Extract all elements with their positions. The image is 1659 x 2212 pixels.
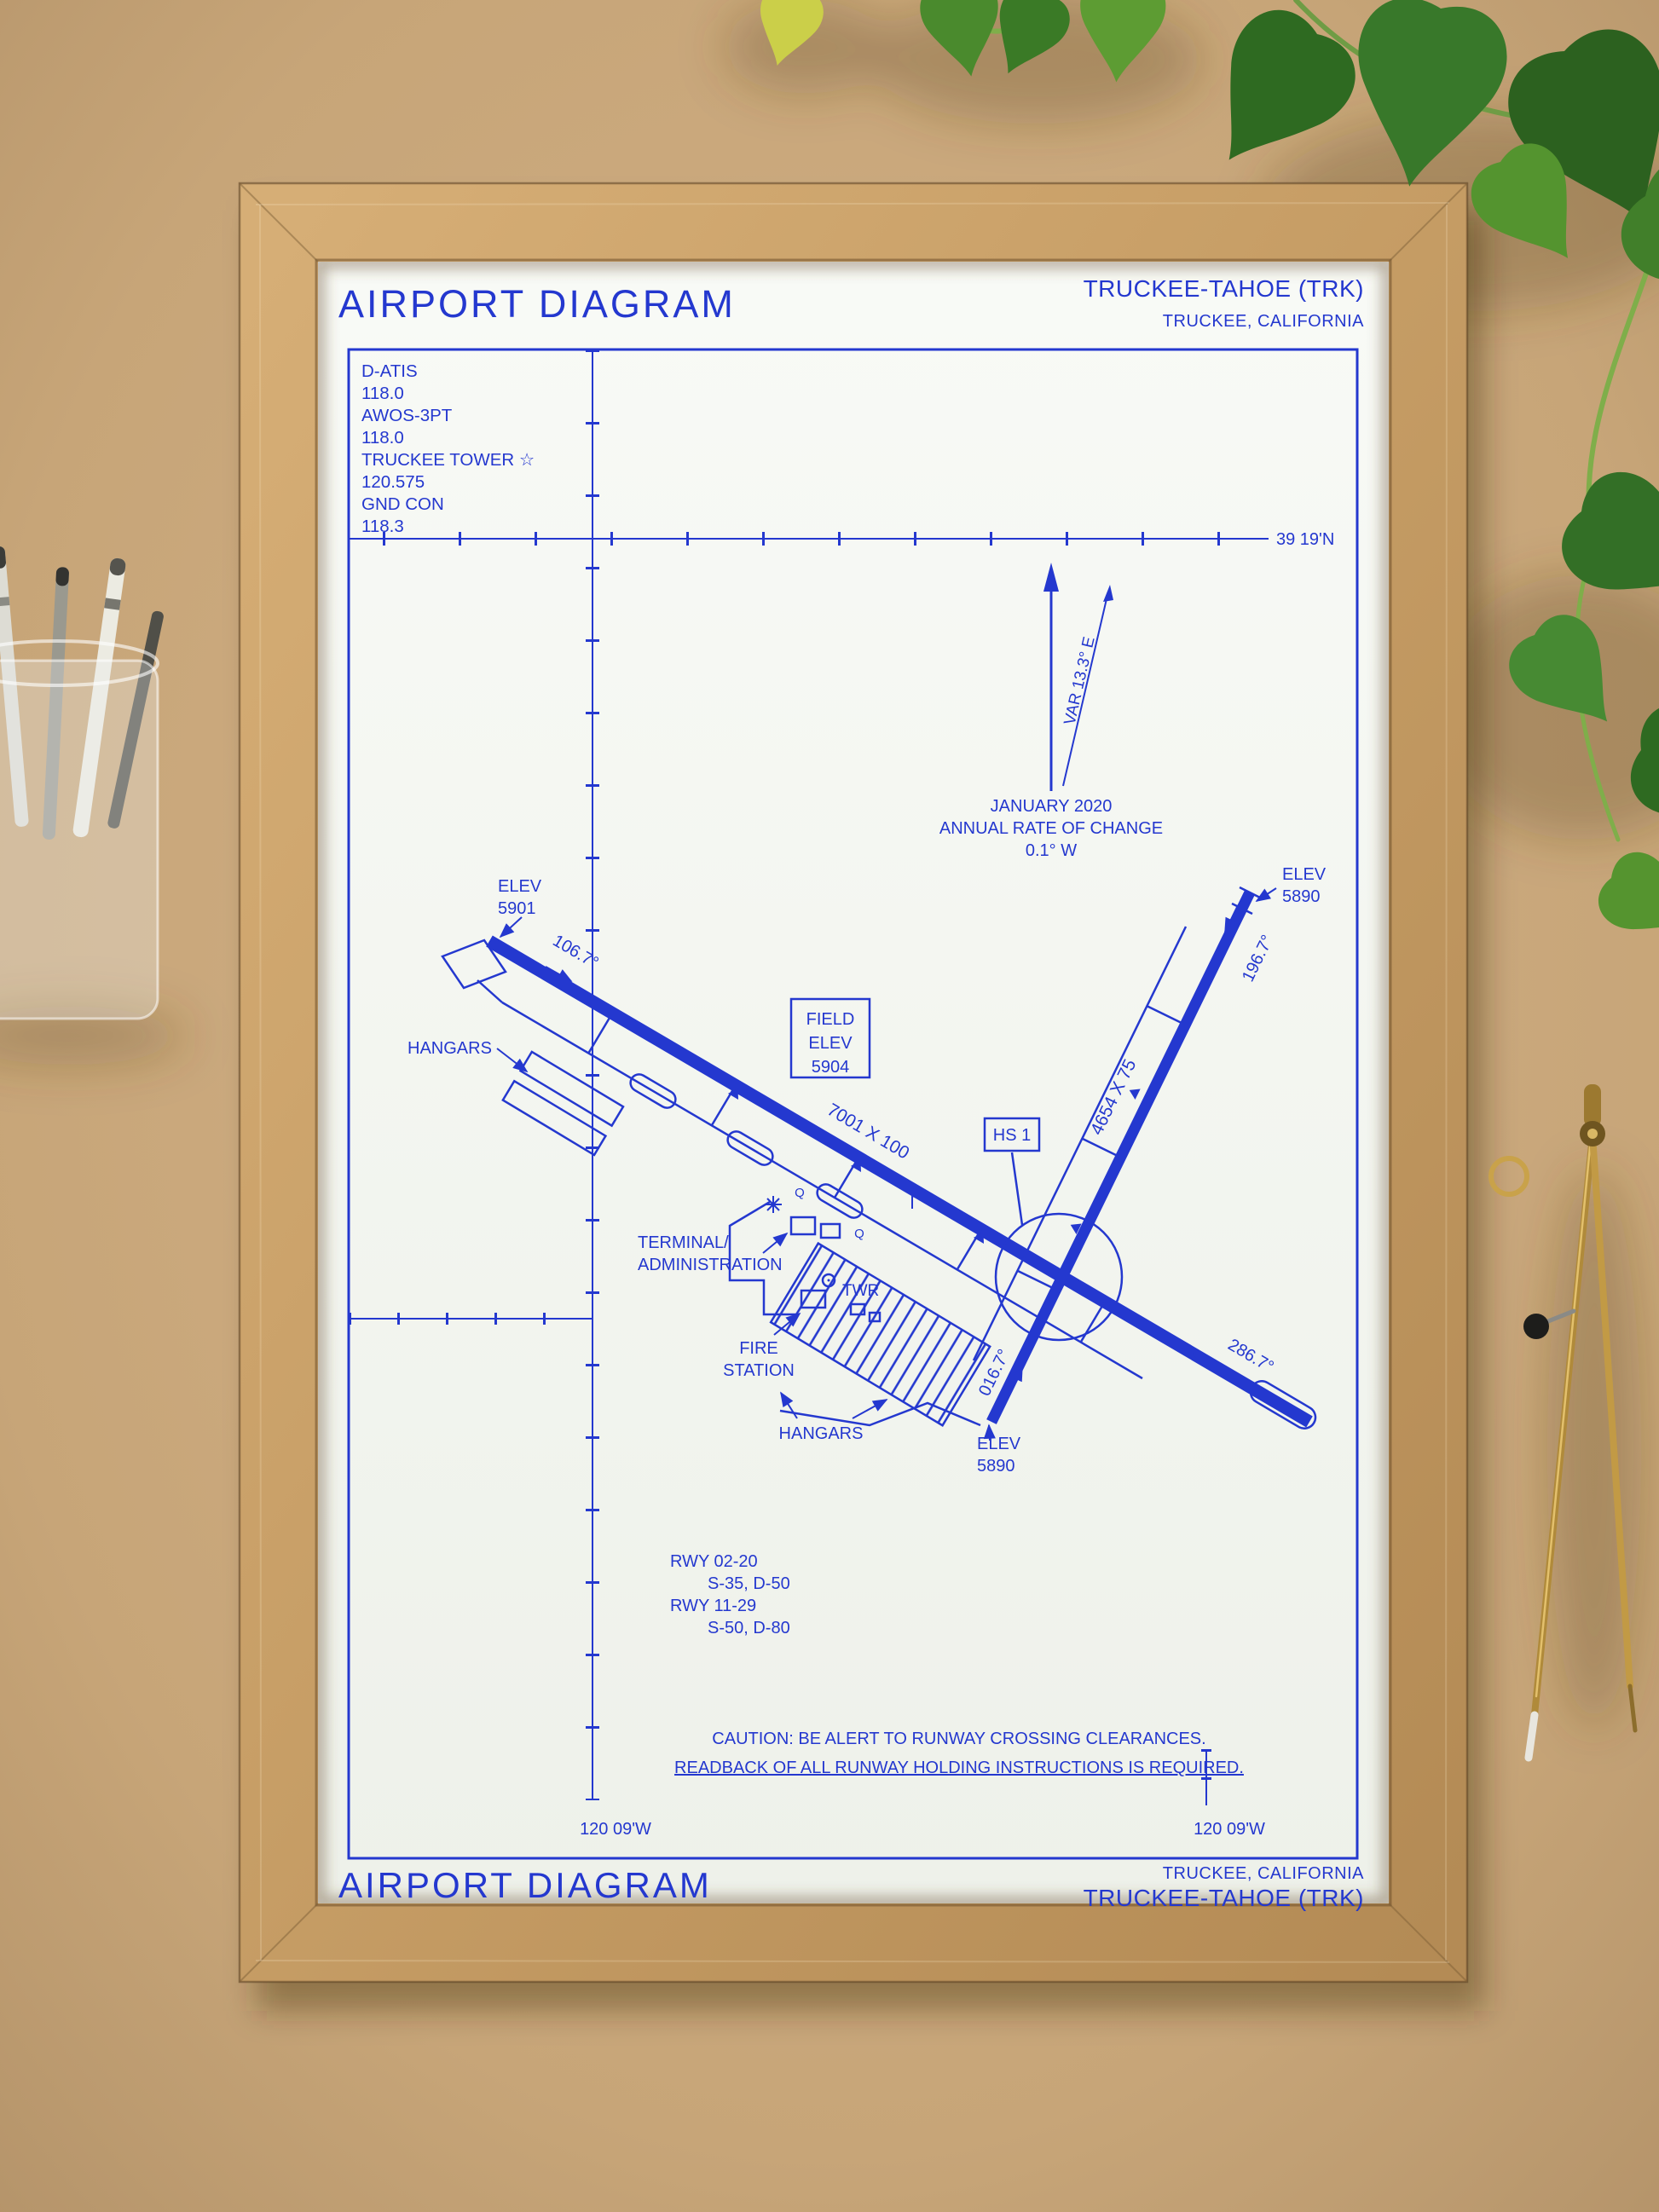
taxiway-letter-1: Q (795, 1186, 805, 1200)
comm-line: D-ATIS (361, 361, 418, 381)
field-elev-line3: 5904 (812, 1058, 850, 1077)
taxiway-parallel-02-20 (972, 926, 1188, 1361)
hangars-s-label: HANGARS (779, 1424, 864, 1443)
frame-grain (255, 202, 1450, 1963)
comm-line: TRUCKEE TOWER ☆ (361, 450, 535, 470)
header-title: AIRPORT DIAGRAM (338, 282, 736, 326)
brass-divider (1488, 1084, 1638, 1762)
variation-date: JANUARY 2020 (991, 797, 1113, 816)
control-tower-symbol (821, 1273, 836, 1288)
rwy-data-2: S-35, D-50 (708, 1574, 790, 1593)
north-arrow (1043, 563, 1113, 791)
runway-end-apron-nw (441, 939, 507, 1003)
pen (42, 567, 69, 840)
chart-border (347, 348, 1359, 1860)
hangar-row-hatched (769, 1241, 991, 1427)
pen-cup (0, 546, 164, 1020)
apron-pullout-1 (629, 1073, 677, 1109)
fire-station-label-1: FIRE (739, 1339, 778, 1358)
brass-keyring (1488, 1156, 1529, 1197)
latitude-label: 39 19'N (1276, 530, 1334, 549)
south-apron-outline (779, 1401, 981, 1427)
print-paper (318, 262, 1389, 1903)
header-city: TRUCKEE, CALIFORNIA (1163, 312, 1364, 331)
windsock-icon (911, 1188, 926, 1209)
hot-spot-label: HS 1 (993, 1126, 1031, 1145)
terminal-label-2: ADMINISTRATION (638, 1256, 783, 1274)
comm-line: 118.0 (361, 384, 404, 403)
rwy-data-3: RWY 11-29 (670, 1597, 756, 1615)
hold-position-marks (727, 1088, 1141, 1244)
frame-miter-seams (239, 182, 1468, 1983)
plant-leaves (746, 0, 1659, 960)
picture-frame (238, 182, 1469, 1984)
rwy0220-elev-s-1: ELEV (977, 1435, 1021, 1453)
comm-line: 118.0 (361, 428, 404, 448)
pen (0, 546, 29, 827)
caution-line-1: CAUTION: BE ALERT TO RUNWAY CROSSING CLE… (712, 1730, 1205, 1748)
longitude-label-right: 120 09'W (1194, 1820, 1265, 1839)
divider-handle (1584, 1084, 1601, 1127)
terminal-buildings (789, 1216, 882, 1323)
rwy-data-4: S-50, D-80 (708, 1619, 790, 1637)
comm-line: GND CON (361, 494, 444, 514)
comm-line: AWOS-3PT (361, 406, 453, 425)
adjuster-knob (1523, 1314, 1549, 1339)
glass-cup-rim (0, 639, 159, 687)
comm-line: 118.3 (361, 517, 404, 536)
longitude-label-left: 120 09'W (580, 1820, 651, 1839)
rwy1129-elev-nw-1: ELEV (498, 877, 542, 896)
comm-line: 120.575 (361, 472, 425, 492)
runway-11-29 (486, 935, 1313, 1428)
apron-marker-icon (765, 1196, 782, 1213)
terminal-label-1: TERMINAL/ (638, 1233, 729, 1252)
airport-diagram-linework (347, 348, 1359, 1860)
pen (72, 557, 126, 838)
footer-title: AIRPORT DIAGRAM (338, 1865, 712, 1905)
footer-airport: TRUCKEE-TAHOE (TRK) (1084, 1885, 1364, 1911)
variation-value: 0.1° W (1026, 841, 1077, 860)
field-elev-box (789, 997, 871, 1079)
field-elev-line1: FIELD (806, 1010, 855, 1029)
taxiway-letter-2: Q (854, 1227, 864, 1241)
hot-spot-box (983, 1117, 1041, 1152)
fire-station-label-2: STATION (723, 1361, 795, 1380)
hot-spot-leader (1010, 1152, 1024, 1226)
rwy1129-elev-nw-2: 5901 (498, 899, 536, 918)
comm-frequency-block: D-ATIS 118.0 AWOS-3PT 118.0 TRUCKEE TOWE… (361, 361, 535, 536)
rwy0220-elev-s-2: 5890 (977, 1457, 1015, 1476)
terminal-apron-outline (728, 1200, 798, 1316)
rwy0220-elev-ne-1: ELEV (1282, 865, 1327, 884)
glass-cup (0, 659, 159, 1020)
airport-diagram-text: AIRPORT DIAGRAM TRUCKEE-TAHOE (TRK) TRUC… (338, 275, 1364, 1911)
apron-pullout-2 (726, 1130, 774, 1166)
variation-rate: ANNUAL RATE OF CHANGE (939, 819, 1163, 838)
rwy-data-1: RWY 02-20 (670, 1552, 758, 1571)
hangars-nw-label: HANGARS (408, 1039, 492, 1058)
field-elev-line2: ELEV (808, 1034, 853, 1053)
leader-arrows (496, 887, 1277, 1441)
runway-intersection-circle (994, 1212, 1124, 1342)
runway-end-pad-se (1249, 1380, 1317, 1429)
apron-pullout-3 (816, 1183, 864, 1219)
header-airport: TRUCKEE-TAHOE (TRK) (1084, 275, 1364, 302)
rwy0220-elev-ne-2: 5890 (1282, 887, 1321, 906)
caution-line-2: READBACK OF ALL RUNWAY HOLDING INSTRUCTI… (674, 1759, 1244, 1777)
footer-city: TRUCKEE, CALIFORNIA (1163, 1864, 1364, 1883)
tower-label: TWR (842, 1282, 879, 1300)
